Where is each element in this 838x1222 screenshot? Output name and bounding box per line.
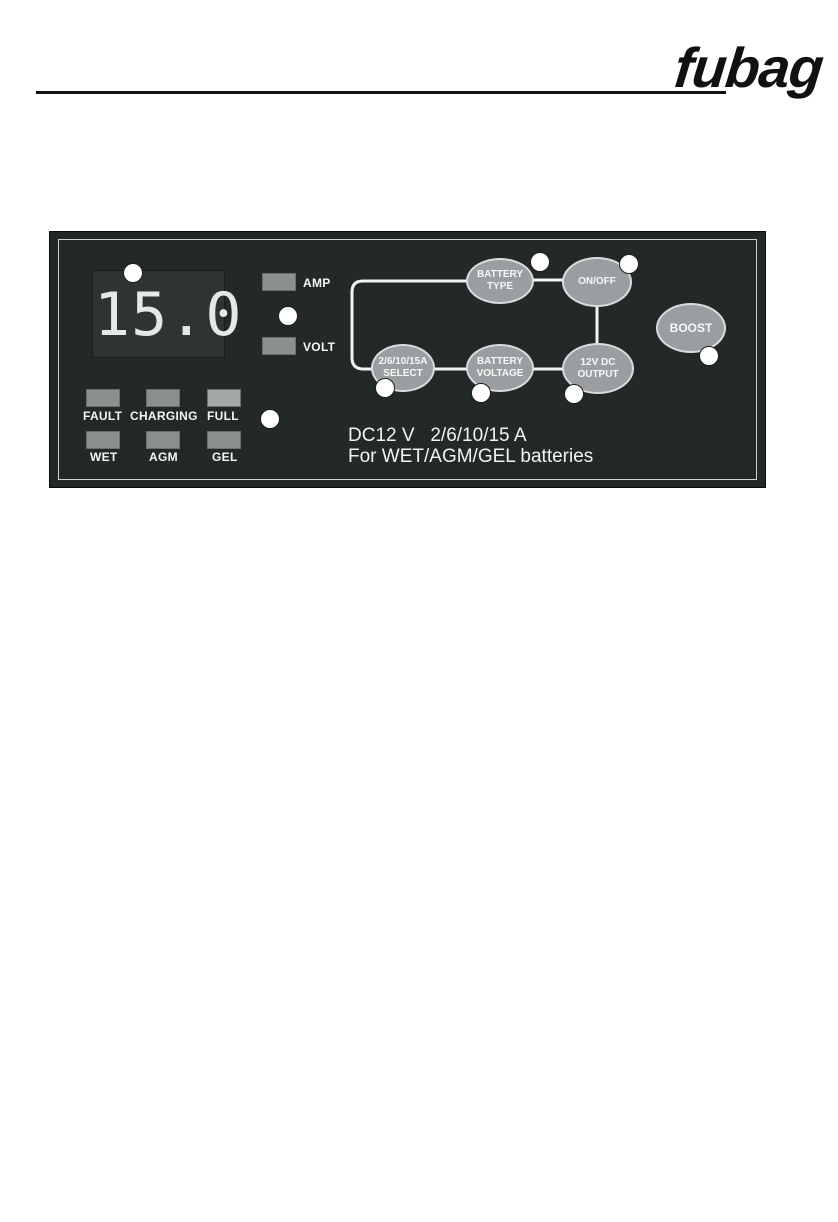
agm-led — [146, 431, 180, 449]
boost-button[interactable]: BOOST — [656, 303, 726, 353]
charging-label: CHARGING — [130, 409, 198, 423]
gel-label: GEL — [212, 450, 238, 464]
fault-led — [86, 389, 120, 407]
callout-marker-select — [375, 378, 395, 398]
spec-battery-types-text: For WET/AGM/GEL batteries — [348, 446, 593, 468]
current-select-label-line1: 2/6/10/15A — [379, 356, 428, 368]
callout-marker-boost — [699, 346, 719, 366]
dc-output-label-line1: 12V DC — [580, 357, 615, 369]
boost-label: BOOST — [670, 322, 713, 334]
agm-label: AGM — [149, 450, 178, 464]
battery-voltage-label-line1: BATTERY — [477, 356, 523, 368]
display-value: 15.0 — [94, 277, 224, 353]
callout-marker-voltage — [471, 383, 491, 403]
full-label: FULL — [207, 409, 239, 423]
battery-type-label-line1: BATTERY — [477, 269, 523, 281]
volt-indicator-led — [262, 337, 296, 355]
dc-output-label-line2: OUTPUT — [577, 369, 618, 381]
wet-label: WET — [90, 450, 118, 464]
amp-label: AMP — [303, 276, 331, 290]
on-off-label: ON/OFF — [578, 276, 616, 288]
callout-marker-indicators — [278, 306, 298, 326]
gel-led — [207, 431, 241, 449]
callout-marker-leds — [260, 409, 280, 429]
charging-led — [146, 389, 180, 407]
fault-label: FAULT — [83, 409, 122, 423]
spec-rating-text: DC12 V 2/6/10/15 A — [348, 425, 527, 447]
callout-marker-battery-type — [530, 252, 550, 272]
callout-marker-output — [564, 384, 584, 404]
volt-label: VOLT — [303, 340, 335, 354]
callout-marker-display — [123, 263, 143, 283]
battery-voltage-label-line2: VOLTAGE — [477, 368, 524, 380]
battery-type-label-line2: TYPE — [487, 281, 513, 293]
wet-led — [86, 431, 120, 449]
full-led — [207, 389, 241, 407]
amp-indicator-led — [262, 273, 296, 291]
callout-marker-on-off — [619, 254, 639, 274]
battery-type-button[interactable]: BATTERY TYPE — [466, 258, 534, 304]
